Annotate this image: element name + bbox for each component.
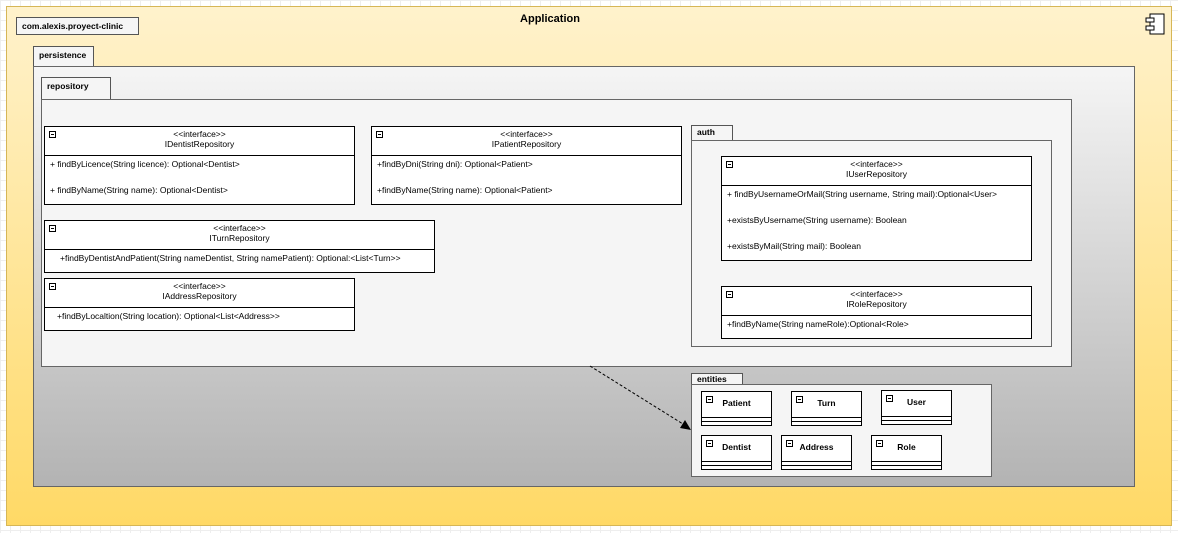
entity-user[interactable]: User — [881, 390, 952, 425]
repository-tab: repository — [41, 77, 111, 100]
operation: + findByLicence(String licence): Optiona… — [50, 159, 240, 169]
entity-name: Turn — [817, 398, 836, 408]
interface-irole-repository[interactable]: <<interface>> IRoleRepository +findByNam… — [721, 286, 1032, 339]
stereotype: <<interface>> — [173, 281, 226, 291]
collapse-icon[interactable] — [706, 440, 713, 447]
stereotype: <<interface>> — [173, 129, 226, 139]
package-label: com.alexis.proyect-clinic — [16, 17, 139, 35]
operation: +findByDentistAndPatient(String nameDent… — [60, 253, 401, 263]
operation: +existsByMail(String mail): Boolean — [727, 241, 861, 251]
collapse-icon[interactable] — [726, 161, 733, 168]
application-title: Application — [520, 13, 580, 25]
entity-patient[interactable]: Patient — [701, 391, 772, 426]
entity-turn[interactable]: Turn — [791, 391, 862, 426]
collapse-icon[interactable] — [706, 396, 713, 403]
entity-name: Patient — [722, 398, 751, 408]
interface-name: IUserRepository — [846, 169, 907, 179]
collapse-icon[interactable] — [786, 440, 793, 447]
collapse-icon[interactable] — [886, 395, 893, 402]
entity-dentist[interactable]: Dentist — [701, 435, 772, 470]
stereotype: <<interface>> — [213, 223, 266, 233]
interface-iuser-repository[interactable]: <<interface>> IUserRepository + findByUs… — [721, 156, 1032, 261]
interface-name: IRoleRepository — [846, 299, 907, 309]
collapse-icon[interactable] — [796, 396, 803, 403]
interface-ipatient-repository[interactable]: <<interface>> IPatientRepository +findBy… — [371, 126, 682, 205]
stereotype: <<interface>> — [850, 289, 903, 299]
auth-tab: auth — [691, 125, 733, 141]
operation: + findByUsernameOrMail(String username, … — [727, 189, 997, 199]
entity-role[interactable]: Role — [871, 435, 942, 470]
entities-tab: entities — [691, 373, 743, 385]
persistence-tab: persistence — [33, 46, 94, 67]
interface-iaddress-repository[interactable]: <<interface>> IAddressRepository +findBy… — [44, 278, 355, 331]
stereotype: <<interface>> — [500, 129, 553, 139]
collapse-icon[interactable] — [49, 131, 56, 138]
stereotype: <<interface>> — [850, 159, 903, 169]
operation: + findByName(String name): Optional<Dent… — [50, 185, 228, 195]
entity-name: User — [907, 397, 926, 407]
operation: +findByName(String nameRole):Optional<Ro… — [727, 319, 909, 329]
component-icon — [1145, 13, 1165, 35]
entity-address[interactable]: Address — [781, 435, 852, 470]
entity-name: Address — [799, 442, 834, 452]
collapse-icon[interactable] — [726, 291, 733, 298]
interface-identist-repository[interactable]: <<interface>> IDentistRepository + findB… — [44, 126, 355, 205]
operation: +findByDni(String dni): Optional<Patient… — [377, 159, 533, 169]
interface-name: ITurnRepository — [209, 233, 270, 243]
operation: +existsByUsername(String username): Bool… — [727, 215, 907, 225]
interface-iturn-repository[interactable]: <<interface>> ITurnRepository +findByDen… — [44, 220, 435, 273]
operation: +findByName(String name): Optional<Patie… — [377, 185, 553, 195]
collapse-icon[interactable] — [49, 283, 56, 290]
entity-name: Dentist — [722, 442, 751, 452]
collapse-icon[interactable] — [876, 440, 883, 447]
collapse-icon[interactable] — [49, 225, 56, 232]
interface-name: IPatientRepository — [491, 139, 562, 149]
operation: +findByLocaltion(String location): Optio… — [57, 311, 280, 321]
entity-name: Role — [897, 442, 916, 452]
interface-name: IAddressRepository — [162, 291, 237, 301]
collapse-icon[interactable] — [376, 131, 383, 138]
interface-name: IDentistRepository — [164, 139, 235, 149]
